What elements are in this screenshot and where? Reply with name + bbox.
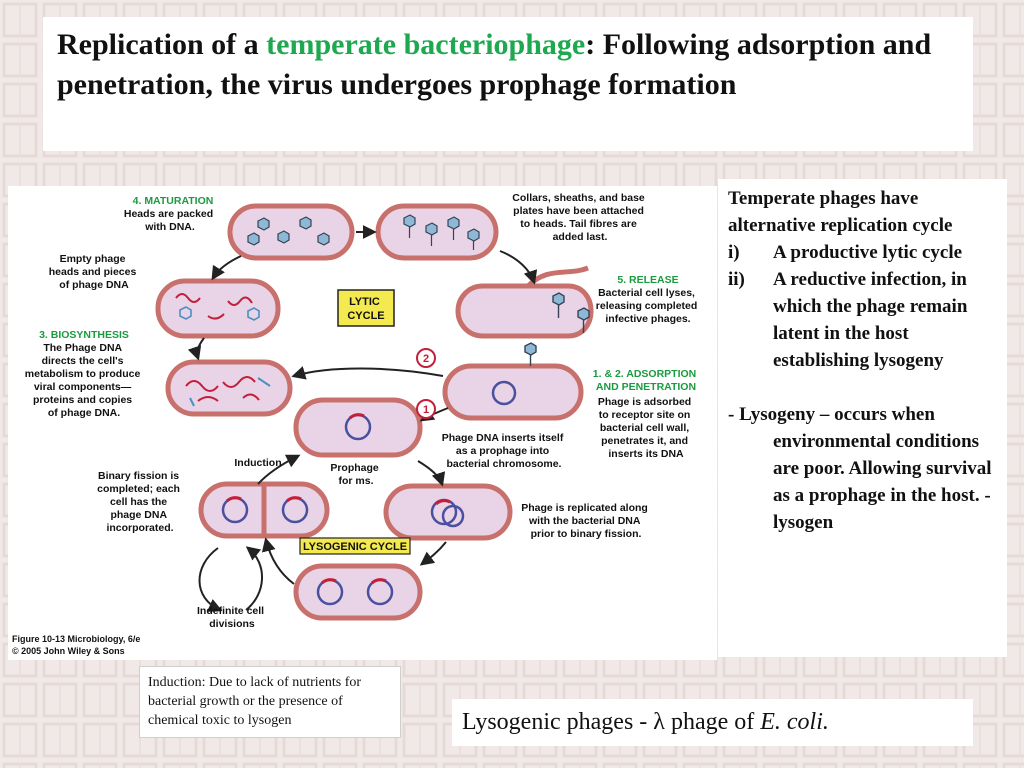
step-1-label: 1 — [423, 404, 429, 416]
title-highlight: temperate bacteriophage — [266, 28, 586, 61]
step-2-label: 2 — [423, 353, 429, 365]
list-item-text: A productive lytic cycle — [773, 242, 963, 263]
phage-cycle-figure: LYTIC CYCLE LYSOGENIC CYCLE 2 1 4. MATUR… — [8, 186, 717, 660]
cell-prophage — [293, 397, 423, 458]
phage-head-icon — [299, 216, 312, 230]
cycle-arrows — [187, 225, 538, 612]
stage-adsorption-label: 1. & 2. ADSORPTION AND PENETRATION — [593, 368, 699, 393]
prophage-forms-text: Prophage for ms. — [330, 462, 381, 487]
lambda-symbol: λ — [653, 709, 665, 735]
lytic-cycle-label: LYTIC CYCLE — [347, 296, 384, 322]
cell-replicating — [383, 483, 513, 541]
phage-head-icon — [277, 230, 290, 244]
cell-empty-heads — [155, 278, 281, 339]
stage-biosynthesis-label: 3. BIOSYNTHESIS — [39, 329, 129, 341]
phage-cycle-diagram: LYTIC CYCLE LYSOGENIC CYCLE 2 1 4. MATUR… — [12, 192, 700, 656]
empty-heads-text: Empty phage heads and pieces of phage DN… — [49, 253, 139, 291]
figure-caption: Figure 10-13 Microbiology, 6/e © 2005 Jo… — [12, 634, 143, 656]
lysogeny-description: environmental conditions are poor. Allow… — [773, 431, 992, 533]
lysogenic-phages-middle: phage of — [664, 709, 761, 735]
stage-release-label: 5. RELEASE — [617, 274, 678, 286]
cell-divided — [293, 563, 423, 621]
phage-head-icon — [247, 232, 260, 246]
adsorption-text: Phage is adsorbed to receptor site on ba… — [598, 396, 694, 460]
cell-biosynthesis — [165, 359, 293, 417]
sidebar-text-box: Temperate phages have alternative replic… — [718, 179, 1007, 657]
collars-text: Collars, sheaths, and base plates have b… — [512, 192, 647, 243]
title-box: Replication of a temperate bacteriophage… — [43, 17, 973, 151]
lysogenic-phages-box: Lysogenic phages - λ phage of E. coli. — [452, 699, 973, 746]
release-text: Bacterial cell lyses, releasing complete… — [596, 287, 700, 325]
slide-title: Replication of a temperate bacteriophage… — [57, 28, 932, 101]
list-item-number: i) — [728, 242, 740, 263]
lysogenic-cycle-box — [299, 537, 411, 555]
sidebar-intro: Temperate phages have alternative replic… — [728, 188, 953, 236]
cell-release — [455, 265, 594, 339]
stage-maturation-label: 4. MATURATION — [133, 195, 214, 207]
step-2-marker — [416, 348, 436, 368]
cell-adsorption — [442, 342, 584, 421]
induction-note-box: Induction: Due to lack of nutrients for … — [139, 666, 401, 738]
phage-head-icon — [317, 232, 330, 246]
lysogenic-phages-prefix: Lysogenic phages - — [462, 709, 654, 735]
lysogenic-cycle-label: LYSOGENIC CYCLE — [303, 541, 407, 553]
step-1-marker — [416, 399, 436, 419]
cell-assembly — [375, 203, 499, 261]
induction-label: Induction — [234, 457, 281, 469]
cell-binary-fission — [198, 481, 330, 539]
indefinite-divisions-text: Indefinite cell divisions — [197, 605, 267, 630]
cell-maturation — [227, 203, 355, 261]
biosynthesis-text: The Phage DNA directs the cell's metabol… — [25, 342, 143, 419]
induction-note: Induction: Due to lack of nutrients for … — [148, 675, 362, 728]
lysogeny-heading: - Lysogeny – occurs when — [728, 404, 935, 425]
heads-packed-text: Heads are packed with DNA. — [124, 208, 216, 233]
lytic-cycle-box — [337, 289, 395, 327]
dna-inserts-text: Phage DNA inserts itself as a prophage i… — [442, 432, 566, 470]
organism-name: E. coli. — [760, 709, 829, 735]
list-item-number: ii) — [728, 269, 745, 290]
phage-head-icon — [257, 217, 270, 231]
binary-fission-text: Binary fission is completed; each cell h… — [97, 470, 183, 534]
list-item-text: A reductive infection, in which the phag… — [773, 269, 968, 371]
list-item: ii) A reductive infection, in which the … — [728, 266, 997, 374]
list-item: i) A productive lytic cycle — [728, 239, 997, 266]
replicated-along-text: Phage is replicated along with the bacte… — [521, 502, 651, 540]
